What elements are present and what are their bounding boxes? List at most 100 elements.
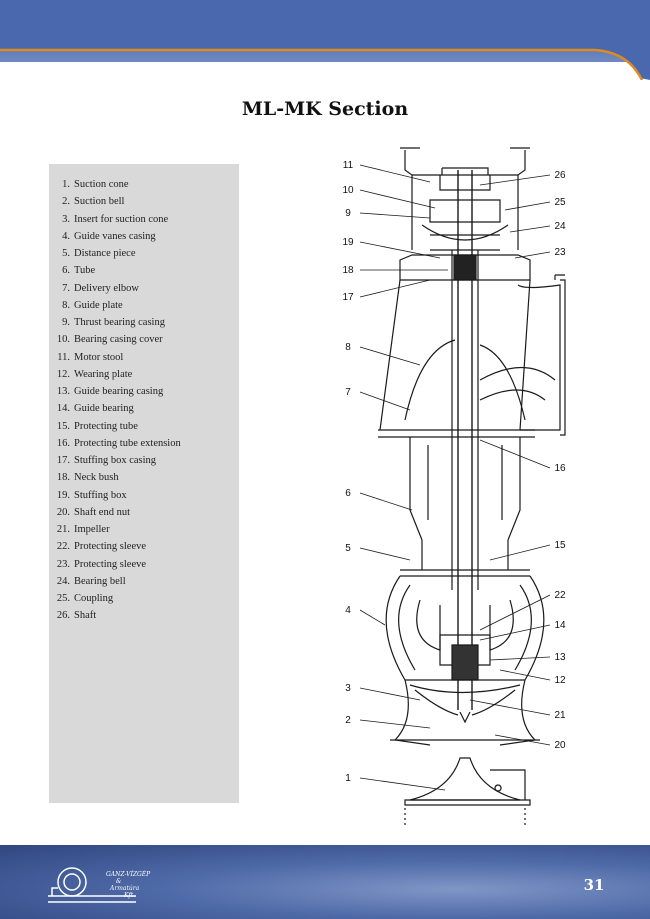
part-item: 22. Protecting sleeve [49, 538, 181, 555]
part-number: 8. [62, 299, 70, 311]
part-label: Guide plate [74, 299, 123, 311]
part-label: Protecting tube extension [74, 437, 181, 449]
part-number: 16. [56, 437, 70, 449]
callout-label: 13 [554, 652, 566, 663]
callout-label: 23 [554, 247, 566, 258]
part-item: 20. Shaft end nut [49, 504, 181, 521]
part-number: 3. [62, 213, 70, 225]
callout-label: 21 [554, 710, 566, 721]
page-title: ML-MK Section [241, 98, 409, 120]
part-number: 24. [56, 575, 70, 587]
logo-emblem-icon [48, 867, 136, 903]
logo-line-3: Armatúra [109, 885, 140, 892]
company-logo: GANZ-VÍZGÉP & Armatúra Kft. [48, 867, 151, 903]
callout-label: 11 [343, 160, 354, 171]
part-label: Motor stool [74, 351, 124, 363]
callout-label: 20 [554, 740, 566, 751]
callout-label: 9 [345, 208, 351, 219]
part-label: Stuffing box [74, 489, 127, 501]
logo-line-1: GANZ-VÍZGÉP [106, 870, 151, 878]
part-item: 8. Guide plate [49, 297, 181, 314]
part-item: 12.Wearing plate [49, 366, 181, 383]
callout-label: 8 [345, 342, 351, 353]
part-item: 15.Protecting tube [49, 418, 181, 435]
suction-bell [393, 679, 537, 746]
callout-label: 25 [554, 197, 566, 208]
callout-label: 12 [554, 675, 566, 686]
footer-band [0, 845, 650, 919]
part-number: 1. [62, 179, 70, 190]
part-label: Impeller [74, 524, 110, 535]
callout-label: 22 [554, 590, 566, 601]
part-item: 13.Guide bearing casing [49, 383, 181, 400]
callout-label: 14 [554, 620, 566, 631]
part-number: 4. [62, 230, 70, 242]
part-label: Protecting sleeve [74, 541, 147, 553]
part-number: 20. [56, 506, 70, 518]
part-item: 2.Suction bell [49, 193, 181, 210]
part-number: 21. [56, 524, 70, 535]
part-label: Thrust bearing casing [74, 317, 165, 328]
part-item: 9. Thrust bearing casing [49, 314, 181, 331]
part-number: 18. [56, 472, 70, 484]
part-label: Shaft end nut [74, 506, 130, 518]
part-item: 23. Protecting sleeve [49, 556, 181, 573]
part-item: 4. Guide vanes casing [49, 228, 181, 245]
part-label: Tube [74, 265, 96, 277]
motor-stool [404, 150, 526, 250]
tube [409, 437, 521, 541]
callout-label: 26 [554, 170, 566, 181]
part-number: 6. [62, 265, 70, 277]
part-number: 23. [56, 558, 70, 570]
callout-label: 6 [345, 488, 351, 499]
callout-label: 18 [342, 265, 354, 276]
part-label: Guide bearing [74, 403, 134, 415]
part-number: 10. [56, 334, 70, 346]
part-number: 22. [56, 541, 70, 553]
part-number: 19. [56, 489, 70, 501]
part-label: Suction cone [74, 179, 129, 190]
part-number: 15. [56, 420, 70, 432]
coupling [439, 167, 491, 191]
callout-label: 17 [342, 292, 354, 303]
callout-label: 10 [342, 185, 354, 196]
part-number: 14. [56, 403, 70, 415]
part-label: Shaft [74, 610, 97, 622]
part-item: 19. Stuffing box [49, 487, 181, 504]
part-number: 5. [62, 248, 70, 259]
part-label: Protecting sleeve [74, 558, 147, 570]
part-item: 11. Motor stool [49, 349, 181, 366]
suction-cone [409, 757, 521, 801]
part-item: 26.Shaft [49, 607, 181, 624]
callout-label: 2 [345, 715, 351, 726]
part-item: 1. Suction cone [49, 176, 181, 193]
callout-label: 5 [345, 543, 351, 554]
callout-label: 15 [554, 540, 566, 551]
part-number: 9. [62, 317, 70, 328]
part-number: 11. [57, 351, 70, 363]
part-label: Coupling [74, 593, 114, 604]
part-label: Guide vanes casing [74, 230, 156, 242]
callout-label: 19 [342, 237, 354, 248]
part-item: 25.Coupling [49, 590, 181, 607]
part-item: 7.Delivery elbow [49, 280, 181, 297]
header-band [0, 0, 650, 80]
part-item: 6. Tube [49, 262, 181, 279]
part-label: Distance piece [74, 248, 136, 259]
part-number: 13. [56, 386, 70, 397]
part-number: 17. [56, 455, 70, 466]
part-number: 2. [62, 196, 70, 208]
pump-section-diagram: 1110919181787654321262524231615221413122… [342, 147, 566, 825]
guide-plate [404, 339, 526, 421]
part-item: 5. Distance piece [49, 245, 181, 262]
callout-label: 16 [554, 463, 566, 474]
part-number: 12. [56, 368, 70, 380]
part-item: 3.Insert for suction cone [49, 211, 181, 228]
callout-label: 3 [345, 683, 351, 694]
impeller [405, 679, 525, 694]
callout-label: 7 [345, 387, 351, 398]
part-number: 7. [62, 282, 70, 294]
logo-line-2: & [116, 878, 122, 885]
guide-vanes-casing [385, 575, 545, 681]
